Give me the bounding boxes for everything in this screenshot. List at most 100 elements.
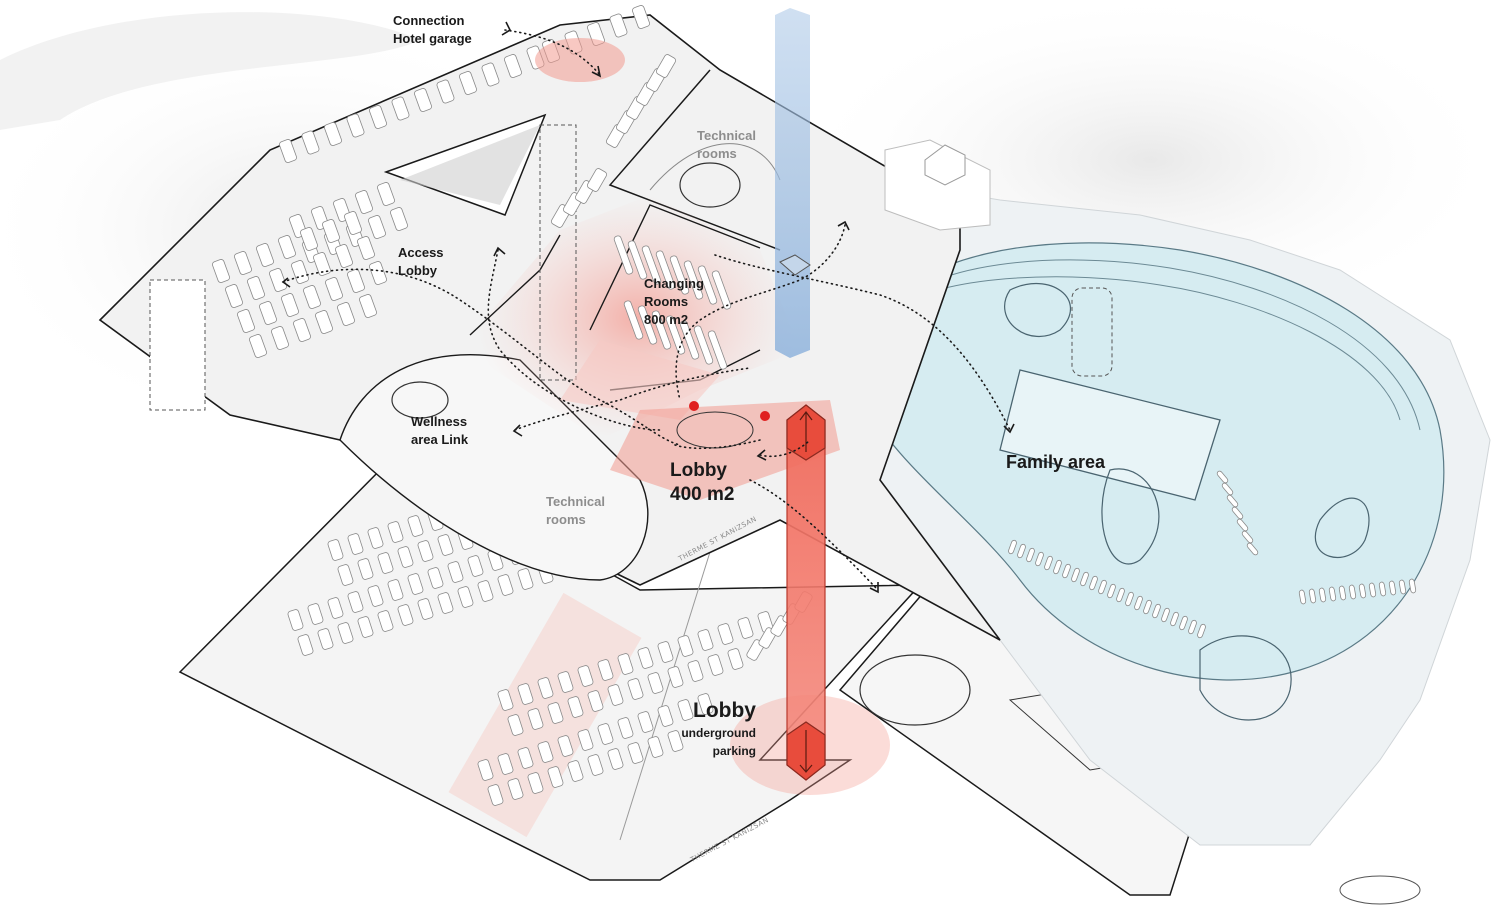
- parking-space: [737, 617, 754, 639]
- label-title: Lobby: [693, 699, 756, 722]
- parking-space: [390, 207, 408, 231]
- label-line: Connection: [393, 13, 465, 28]
- parking-space: [234, 251, 252, 275]
- parking-space: [547, 702, 564, 724]
- parking-space: [627, 742, 644, 764]
- sun-lounger: [1236, 518, 1249, 532]
- parking-space: [609, 13, 628, 38]
- parking-space: [537, 677, 554, 699]
- parking-space: [577, 665, 594, 687]
- parking-space: [587, 168, 607, 192]
- parking-space: [457, 586, 474, 608]
- parking-space: [527, 708, 544, 730]
- label-line: Hotel garage: [393, 31, 472, 46]
- sun-lounger: [1318, 587, 1327, 603]
- sun-lounger: [1328, 586, 1337, 602]
- parking-space: [391, 96, 410, 121]
- changing-stall: [613, 235, 634, 275]
- sun-lounger: [1358, 583, 1367, 599]
- sun-lounger: [1089, 575, 1098, 591]
- parking-space: [387, 579, 404, 601]
- parking-space: [337, 622, 354, 644]
- parking-space: [367, 527, 384, 549]
- parking-space: [567, 696, 584, 718]
- parking-space: [301, 130, 320, 155]
- parking-space: [271, 326, 289, 350]
- parking-space: [607, 684, 624, 706]
- parking-space: [557, 671, 574, 693]
- sun-lounger: [1026, 547, 1035, 563]
- parking-space: [303, 285, 321, 309]
- parking-space: [347, 533, 364, 555]
- changing-stall: [711, 270, 732, 310]
- changing-stall: [641, 245, 662, 285]
- parking-space: [467, 555, 484, 577]
- sun-lounger: [1388, 580, 1397, 596]
- changing-room-stalls: [613, 235, 732, 370]
- parking-space: [335, 244, 353, 268]
- parking-space: [269, 268, 287, 292]
- parking-space: [687, 660, 704, 682]
- label-family-area: Family area: [1006, 452, 1106, 472]
- parking-space: [577, 729, 594, 751]
- sun-lounger: [1062, 563, 1071, 579]
- parking-space: [697, 693, 714, 715]
- parking-space: [256, 243, 274, 267]
- changing-stall: [627, 240, 648, 280]
- parking-space: [355, 190, 373, 214]
- parking-space: [617, 717, 634, 739]
- parking-space: [212, 259, 230, 283]
- sun-lounger: [1161, 607, 1170, 623]
- sun-lounger: [1170, 611, 1179, 627]
- parking-space: [547, 766, 564, 788]
- parking-space: [537, 741, 554, 763]
- sun-lounger: [1216, 470, 1229, 484]
- parking-space: [397, 604, 414, 626]
- parking-space: [632, 5, 650, 29]
- changing-stall: [623, 300, 644, 340]
- label-connection-hotel-garage: Connection Hotel garage: [393, 12, 472, 48]
- parking-space: [347, 269, 365, 293]
- parking-space: [557, 735, 574, 757]
- sun-lounger: [1408, 578, 1417, 594]
- parking-space: [481, 62, 500, 87]
- sun-lounger: [1143, 599, 1152, 615]
- changing-stall: [651, 310, 672, 350]
- sun-lounger: [1035, 551, 1044, 567]
- parking-space: [717, 623, 734, 645]
- parking-space: [657, 641, 674, 663]
- parking-space: [627, 678, 644, 700]
- parking-space: [656, 54, 676, 78]
- parking-space: [357, 616, 374, 638]
- parking-space: [437, 534, 454, 556]
- parking-space: [369, 105, 387, 129]
- sun-lounger: [1246, 542, 1259, 556]
- parking-space: [507, 778, 524, 800]
- sun-lounger: [1226, 494, 1239, 508]
- parking-space: [437, 592, 454, 614]
- parking-space: [677, 699, 694, 721]
- parking-space: [368, 215, 386, 239]
- parking-space: [337, 302, 355, 326]
- sun-lounger: [1125, 591, 1134, 607]
- sun-lounger: [1308, 588, 1317, 604]
- parking-space: [517, 683, 534, 705]
- parking-space: [225, 284, 243, 308]
- changing-stall: [637, 305, 658, 345]
- parking-space: [247, 276, 265, 300]
- parking-space: [377, 610, 394, 632]
- parking-space: [507, 714, 524, 736]
- parking-space: [300, 227, 318, 251]
- parking-space: [327, 597, 344, 619]
- parking-space: [259, 301, 277, 325]
- label-technical-rooms-bottom: Technical rooms: [546, 493, 605, 529]
- family-area-loungers: [1008, 470, 1417, 639]
- label-line: Technical: [546, 494, 606, 509]
- family-area-platform: [779, 179, 1491, 846]
- label-line: Wellness: [411, 414, 468, 429]
- path-arrowheads: [281, 21, 1015, 594]
- parking-space: [291, 260, 309, 284]
- parking-space: [397, 546, 414, 568]
- sun-lounger: [1348, 584, 1357, 600]
